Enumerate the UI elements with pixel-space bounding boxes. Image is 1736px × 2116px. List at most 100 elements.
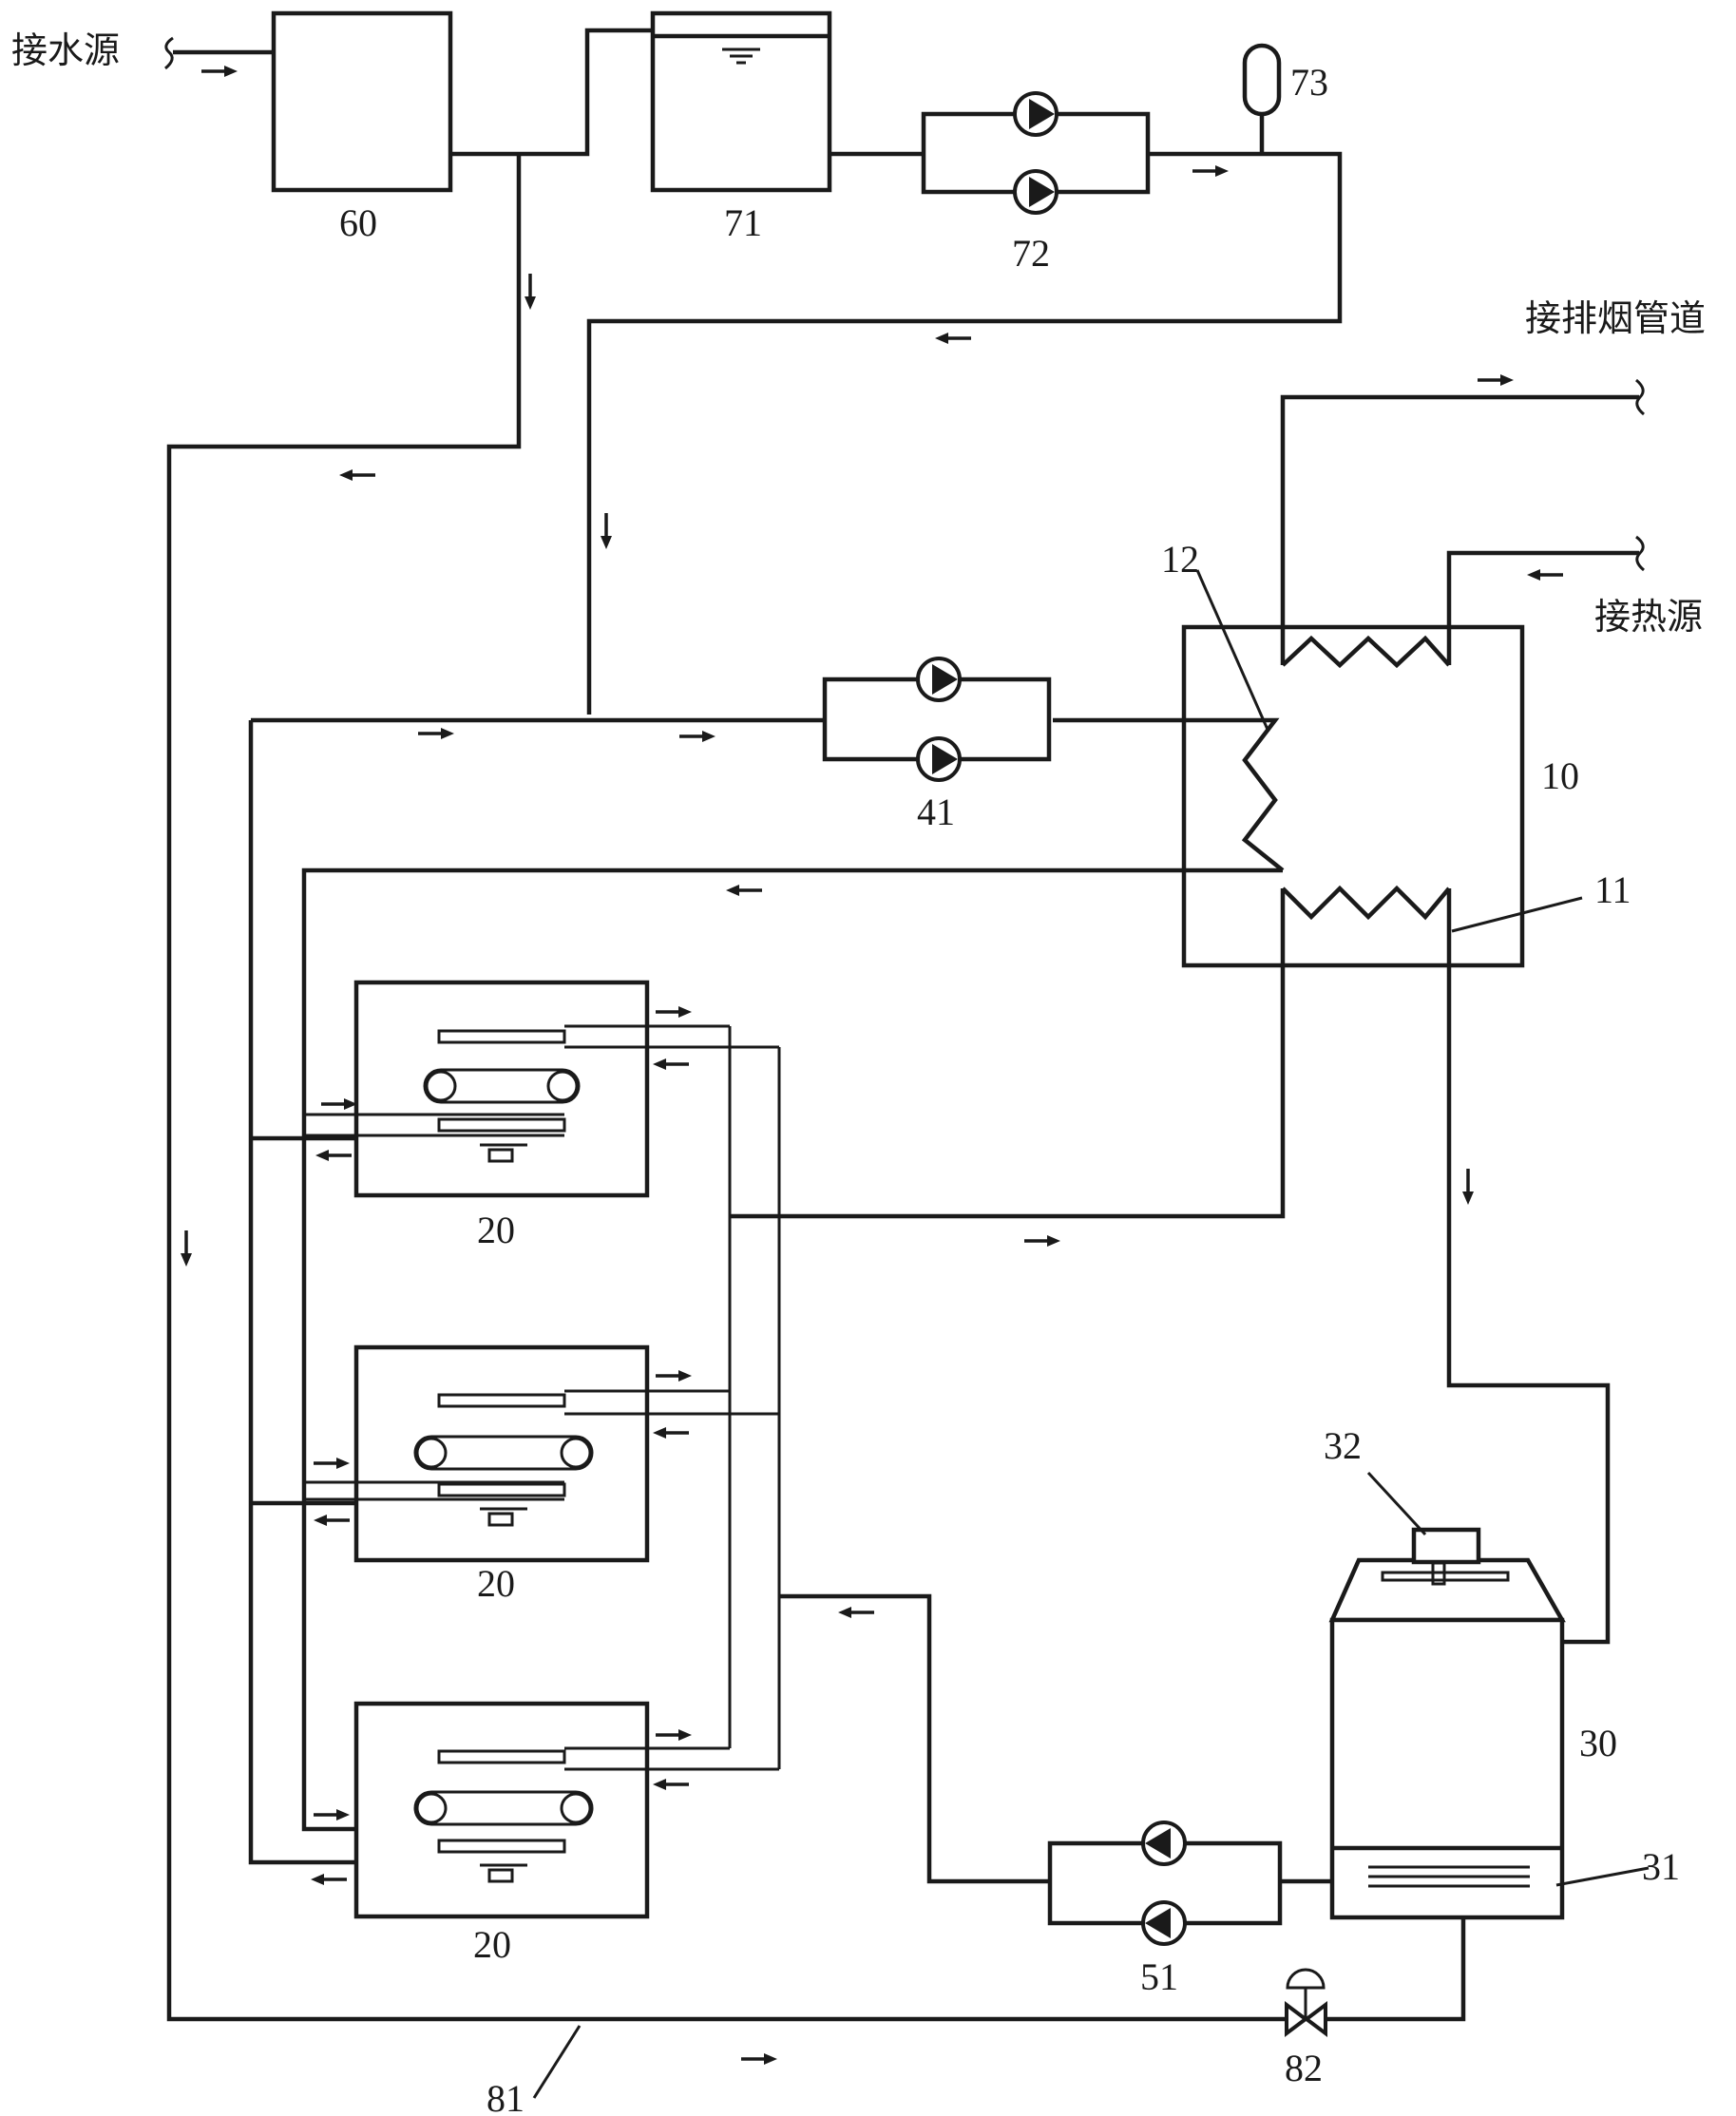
flow-arrow: [314, 1148, 353, 1163]
flow-arrow: [1476, 372, 1516, 388]
heat-exchanger-section: [1053, 372, 1645, 968]
flow-arrow: [1022, 1233, 1062, 1249]
label-exhaust: 接排烟管道: [1525, 297, 1706, 339]
water-treatment-unit-60: [271, 10, 453, 193]
flow-arrow: [724, 883, 764, 898]
pump-icon: [1141, 1900, 1187, 1946]
return-pipe-from-coil-12: [301, 867, 1283, 1832]
label-81: 81: [486, 2077, 525, 2116]
pipe-60-to-71: [450, 28, 653, 157]
cooling-fan-motor-32: [1411, 1527, 1481, 1565]
water-supply-section: [164, 10, 1343, 2067]
leader-line-11: [1451, 896, 1583, 933]
leader-line-32: [1366, 1471, 1427, 1536]
dryer-unit-1: [304, 980, 779, 1198]
label-32: 32: [1324, 1424, 1362, 1467]
label-20-bottom: 20: [473, 1923, 511, 1966]
coil-11: [1281, 885, 1451, 921]
flow-arrow: [416, 726, 456, 741]
exhaust-outlet-pipe: [1280, 394, 1639, 665]
flow-arrow: [677, 729, 717, 744]
cooling-tower-top: [1328, 1557, 1566, 1623]
water-level-symbol: [722, 48, 760, 65]
flow-arrow: [651, 1425, 691, 1440]
label-41: 41: [917, 791, 955, 833]
label-30: 30: [1579, 1722, 1617, 1764]
makeup-water-pipe: [166, 154, 1287, 2022]
flow-arrow: [739, 2051, 779, 2067]
label-12: 12: [1161, 538, 1199, 581]
label-73: 73: [1290, 61, 1328, 104]
flow-arrow: [651, 1777, 691, 1792]
flow-arrow: [312, 1456, 352, 1471]
dryer-box-20: [353, 1701, 650, 1919]
leader-line-12: [1195, 569, 1270, 733]
conveyor-belt: [423, 1068, 581, 1104]
valve-82: [1285, 1968, 1327, 2037]
label-60: 60: [339, 201, 377, 244]
fan-symbol: [480, 1143, 527, 1163]
fan-symbol: [480, 1507, 527, 1527]
flow-arrow: [1525, 567, 1565, 582]
water-basin-31: [1368, 1865, 1530, 1888]
cooling-tower-section: [532, 888, 1650, 2099]
pump-icon: [1013, 169, 1059, 215]
pipe-72-outlet: [586, 151, 1343, 715]
drain-pipe: [1326, 1917, 1466, 2022]
label-heat-source: 接热源: [1594, 596, 1703, 638]
flow-arrow: [179, 1229, 194, 1268]
pump-icon: [1141, 1821, 1187, 1866]
water-source-connector-symbol: [164, 36, 174, 70]
flow-arrow: [654, 1004, 694, 1020]
fan-blade: [1381, 1571, 1510, 1582]
dryer-unit-3: [309, 1701, 779, 1919]
pump-icon: [1013, 91, 1059, 137]
flow-arrow: [599, 511, 614, 551]
flow-arrow: [309, 1872, 349, 1887]
conveyor-belt: [413, 1790, 594, 1826]
flow-arrow: [836, 1605, 876, 1620]
flow-arrow: [200, 64, 239, 79]
dryer-unit-2: [304, 1344, 779, 1563]
fan-symbol: [480, 1863, 527, 1883]
label-72: 72: [1012, 232, 1050, 275]
expansion-tank-73: [1242, 43, 1282, 117]
heat-source-connector-symbol: [1635, 535, 1645, 572]
flow-arrow: [523, 272, 538, 312]
pipe-collector-to-coil-11: [730, 888, 1286, 1219]
heat-source-inlet-pipe: [1446, 550, 1639, 665]
label-31: 31: [1642, 1845, 1680, 1888]
heat-source-coil: [1281, 635, 1451, 669]
dryer-box-20: [353, 980, 650, 1198]
leader-line-81: [532, 2025, 582, 2099]
flow-arrow: [651, 1057, 691, 1072]
cooling-tower-30: [1329, 1617, 1565, 1920]
conveyor-belt: [413, 1435, 594, 1471]
label-20-top: 20: [477, 1209, 515, 1251]
label-water-source: 接水源: [11, 29, 120, 71]
label-51: 51: [1140, 1955, 1178, 1998]
pump-icon: [916, 657, 962, 702]
flow-arrow: [337, 467, 377, 483]
exhaust-connector-symbol: [1635, 378, 1645, 416]
pipe-pump-51-to-collector: [779, 1593, 1050, 1884]
flow-arrow: [654, 1368, 694, 1383]
circulation-section: [248, 657, 1283, 1865]
supply-header-riser: [248, 720, 356, 1865]
label-71: 71: [724, 201, 762, 244]
water-tank-71: [650, 10, 832, 193]
flow-arrow: [319, 1096, 359, 1112]
flow-arrow: [1191, 163, 1230, 179]
dryer-box-20: [353, 1344, 650, 1563]
flow-arrow: [933, 331, 973, 346]
label-10: 10: [1541, 754, 1579, 797]
label-20-middle: 20: [477, 1562, 515, 1605]
labels: 接水源 接排烟管道 接热源 60 71 72 73 12 10 11 41 20…: [11, 29, 1706, 2116]
label-11: 11: [1594, 868, 1631, 911]
heat-exchanger-10: [1181, 624, 1525, 968]
coil-12: [1053, 717, 1285, 872]
flow-arrow: [654, 1727, 694, 1743]
leader-line-31: [1555, 1866, 1650, 1887]
pump-icon: [916, 736, 962, 782]
